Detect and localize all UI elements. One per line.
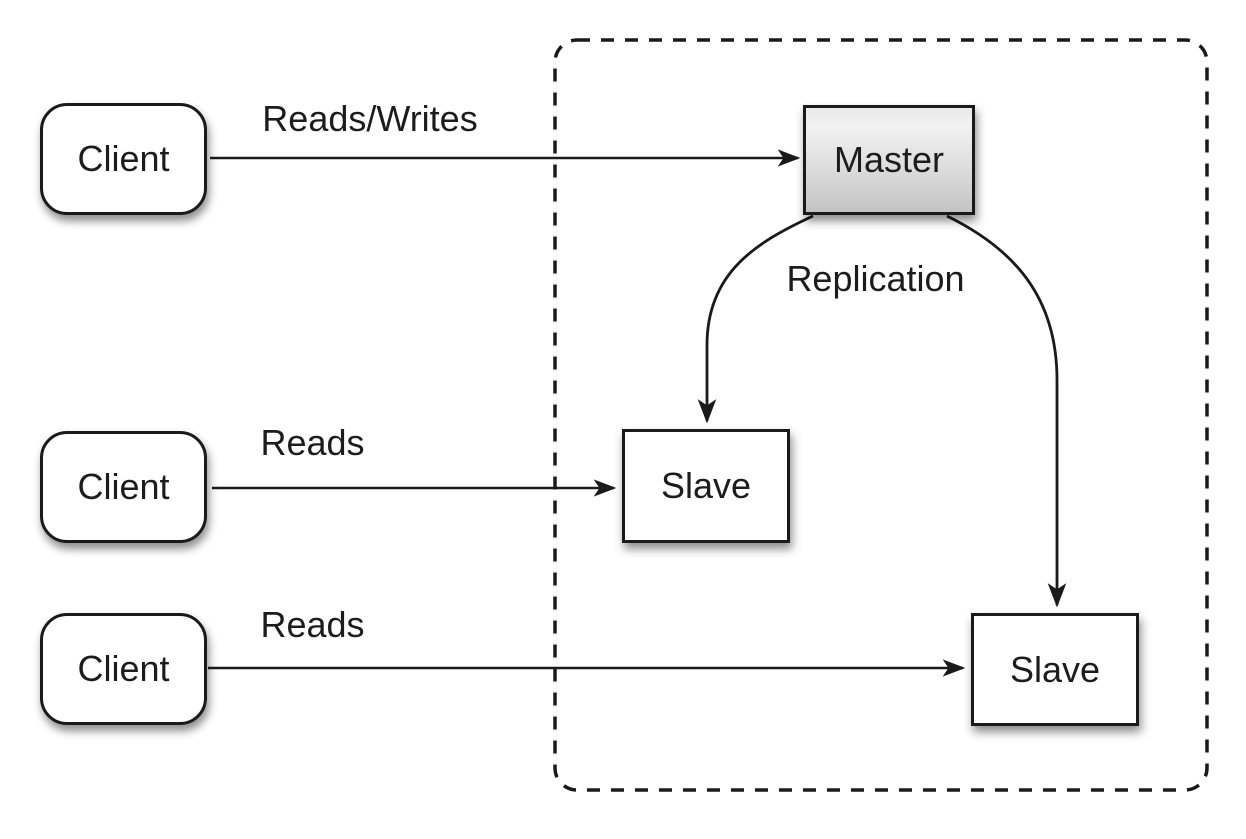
edge-replication-right — [946, 214, 1067, 608]
client-node-3: Client — [40, 613, 207, 725]
client-node-3-label: Client — [77, 648, 170, 689]
slave-node-1-label: Slave — [660, 465, 752, 506]
edge-label-replication: Replication — [786, 258, 965, 299]
client-node-1-label: Client — [77, 138, 170, 179]
edge-replication-left — [697, 214, 814, 424]
client-node-2: Client — [40, 431, 207, 543]
edge-label-reads-mid: Reads — [260, 422, 365, 463]
cluster-boundary — [553, 38, 1209, 792]
master-node-label: Master — [833, 139, 945, 180]
slave-node-2-label: Slave — [1009, 648, 1101, 690]
slave-node-1: Slave — [622, 429, 790, 543]
slave-node-2: Slave — [971, 613, 1139, 726]
master-node: Master — [803, 105, 975, 215]
client-node-1: Client — [40, 103, 207, 215]
edge-label-reads-bottom: Reads — [260, 604, 365, 645]
edge-label-reads-writes: Reads/Writes — [262, 98, 478, 139]
client-node-2-label: Client — [77, 466, 170, 507]
